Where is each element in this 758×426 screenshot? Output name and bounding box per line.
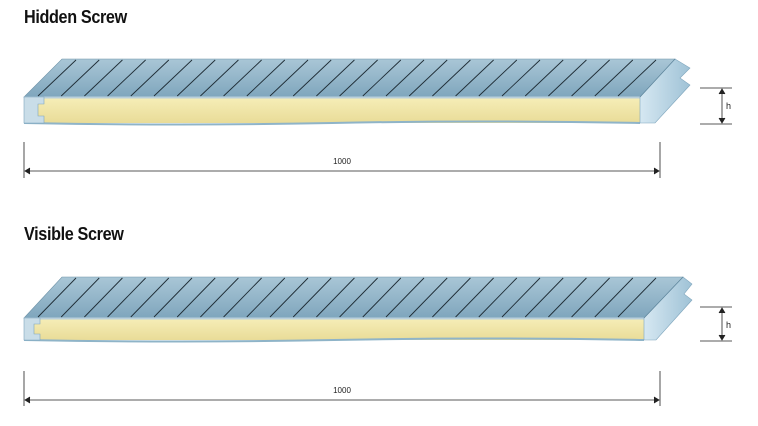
panel-right-joint (643, 276, 693, 341)
rib-line (223, 277, 262, 318)
visible-screw-panel-diagram: h 1000 (23, 276, 732, 406)
rib-line (316, 59, 355, 97)
rib-line (200, 59, 239, 97)
rib-line (571, 277, 610, 318)
panel-ribs (37, 59, 657, 97)
rib-line (385, 277, 425, 318)
rib-line (84, 59, 123, 97)
section-title-hidden-screw: Hidden Screw (24, 7, 127, 27)
rib-line (362, 59, 402, 97)
rib-line (478, 59, 518, 97)
width-label: 1000 (333, 386, 351, 395)
rib-line (200, 277, 239, 318)
rib-line (246, 277, 286, 318)
rib-line (223, 59, 262, 97)
height-label: h (726, 320, 731, 330)
rib-line (594, 277, 634, 318)
panel-ribs (37, 277, 657, 318)
rib-line (292, 59, 332, 97)
rib-line (524, 277, 564, 318)
rib-line (408, 277, 448, 318)
rib-line (548, 277, 587, 318)
rib-line (455, 277, 494, 318)
rib-line (617, 277, 657, 318)
rib-line (84, 277, 123, 318)
rib-line (37, 277, 77, 318)
rib-line (432, 277, 471, 318)
width-label: 1000 (333, 157, 351, 166)
panel-top-skin (23, 276, 684, 319)
rib-line (455, 59, 494, 97)
rib-line (130, 277, 170, 318)
rib-line (269, 277, 309, 318)
rib-line (176, 277, 216, 318)
rib-line (130, 59, 170, 97)
rib-line (176, 59, 216, 97)
panel-foam-core (24, 97, 640, 123)
rib-line (362, 277, 402, 318)
width-dimension (23, 142, 661, 178)
width-dimension (23, 371, 661, 406)
rib-line (617, 59, 657, 97)
rib-line (246, 59, 286, 97)
rib-line (571, 59, 610, 97)
panel-right-joint (639, 58, 691, 124)
section-title-visible-screw: Visible Screw (24, 224, 124, 244)
height-dimension (700, 87, 732, 125)
rib-line (316, 277, 355, 318)
panel-foam-core (24, 318, 644, 340)
rib-line (107, 277, 146, 318)
rib-line (292, 277, 332, 318)
hidden-screw-panel-diagram: h 1000 (23, 58, 732, 178)
height-label: h (726, 101, 731, 111)
rib-line (153, 59, 193, 97)
panel-left-joint (23, 96, 45, 124)
rib-line (524, 59, 564, 97)
rib-line (408, 59, 448, 97)
rib-line (548, 59, 587, 97)
rib-line (60, 59, 100, 97)
rib-line (269, 59, 309, 97)
rib-line (478, 277, 518, 318)
rib-line (501, 277, 541, 318)
panel-left-joint (23, 317, 41, 341)
rib-line (501, 59, 541, 97)
rib-line (594, 59, 634, 97)
rib-line (339, 277, 378, 318)
rib-line (60, 277, 100, 318)
rib-line (432, 59, 471, 97)
height-dimension (700, 306, 732, 342)
rib-line (385, 59, 425, 97)
rib-line (37, 59, 77, 97)
rib-line (339, 59, 378, 97)
rib-line (107, 59, 146, 97)
rib-line (153, 277, 193, 318)
